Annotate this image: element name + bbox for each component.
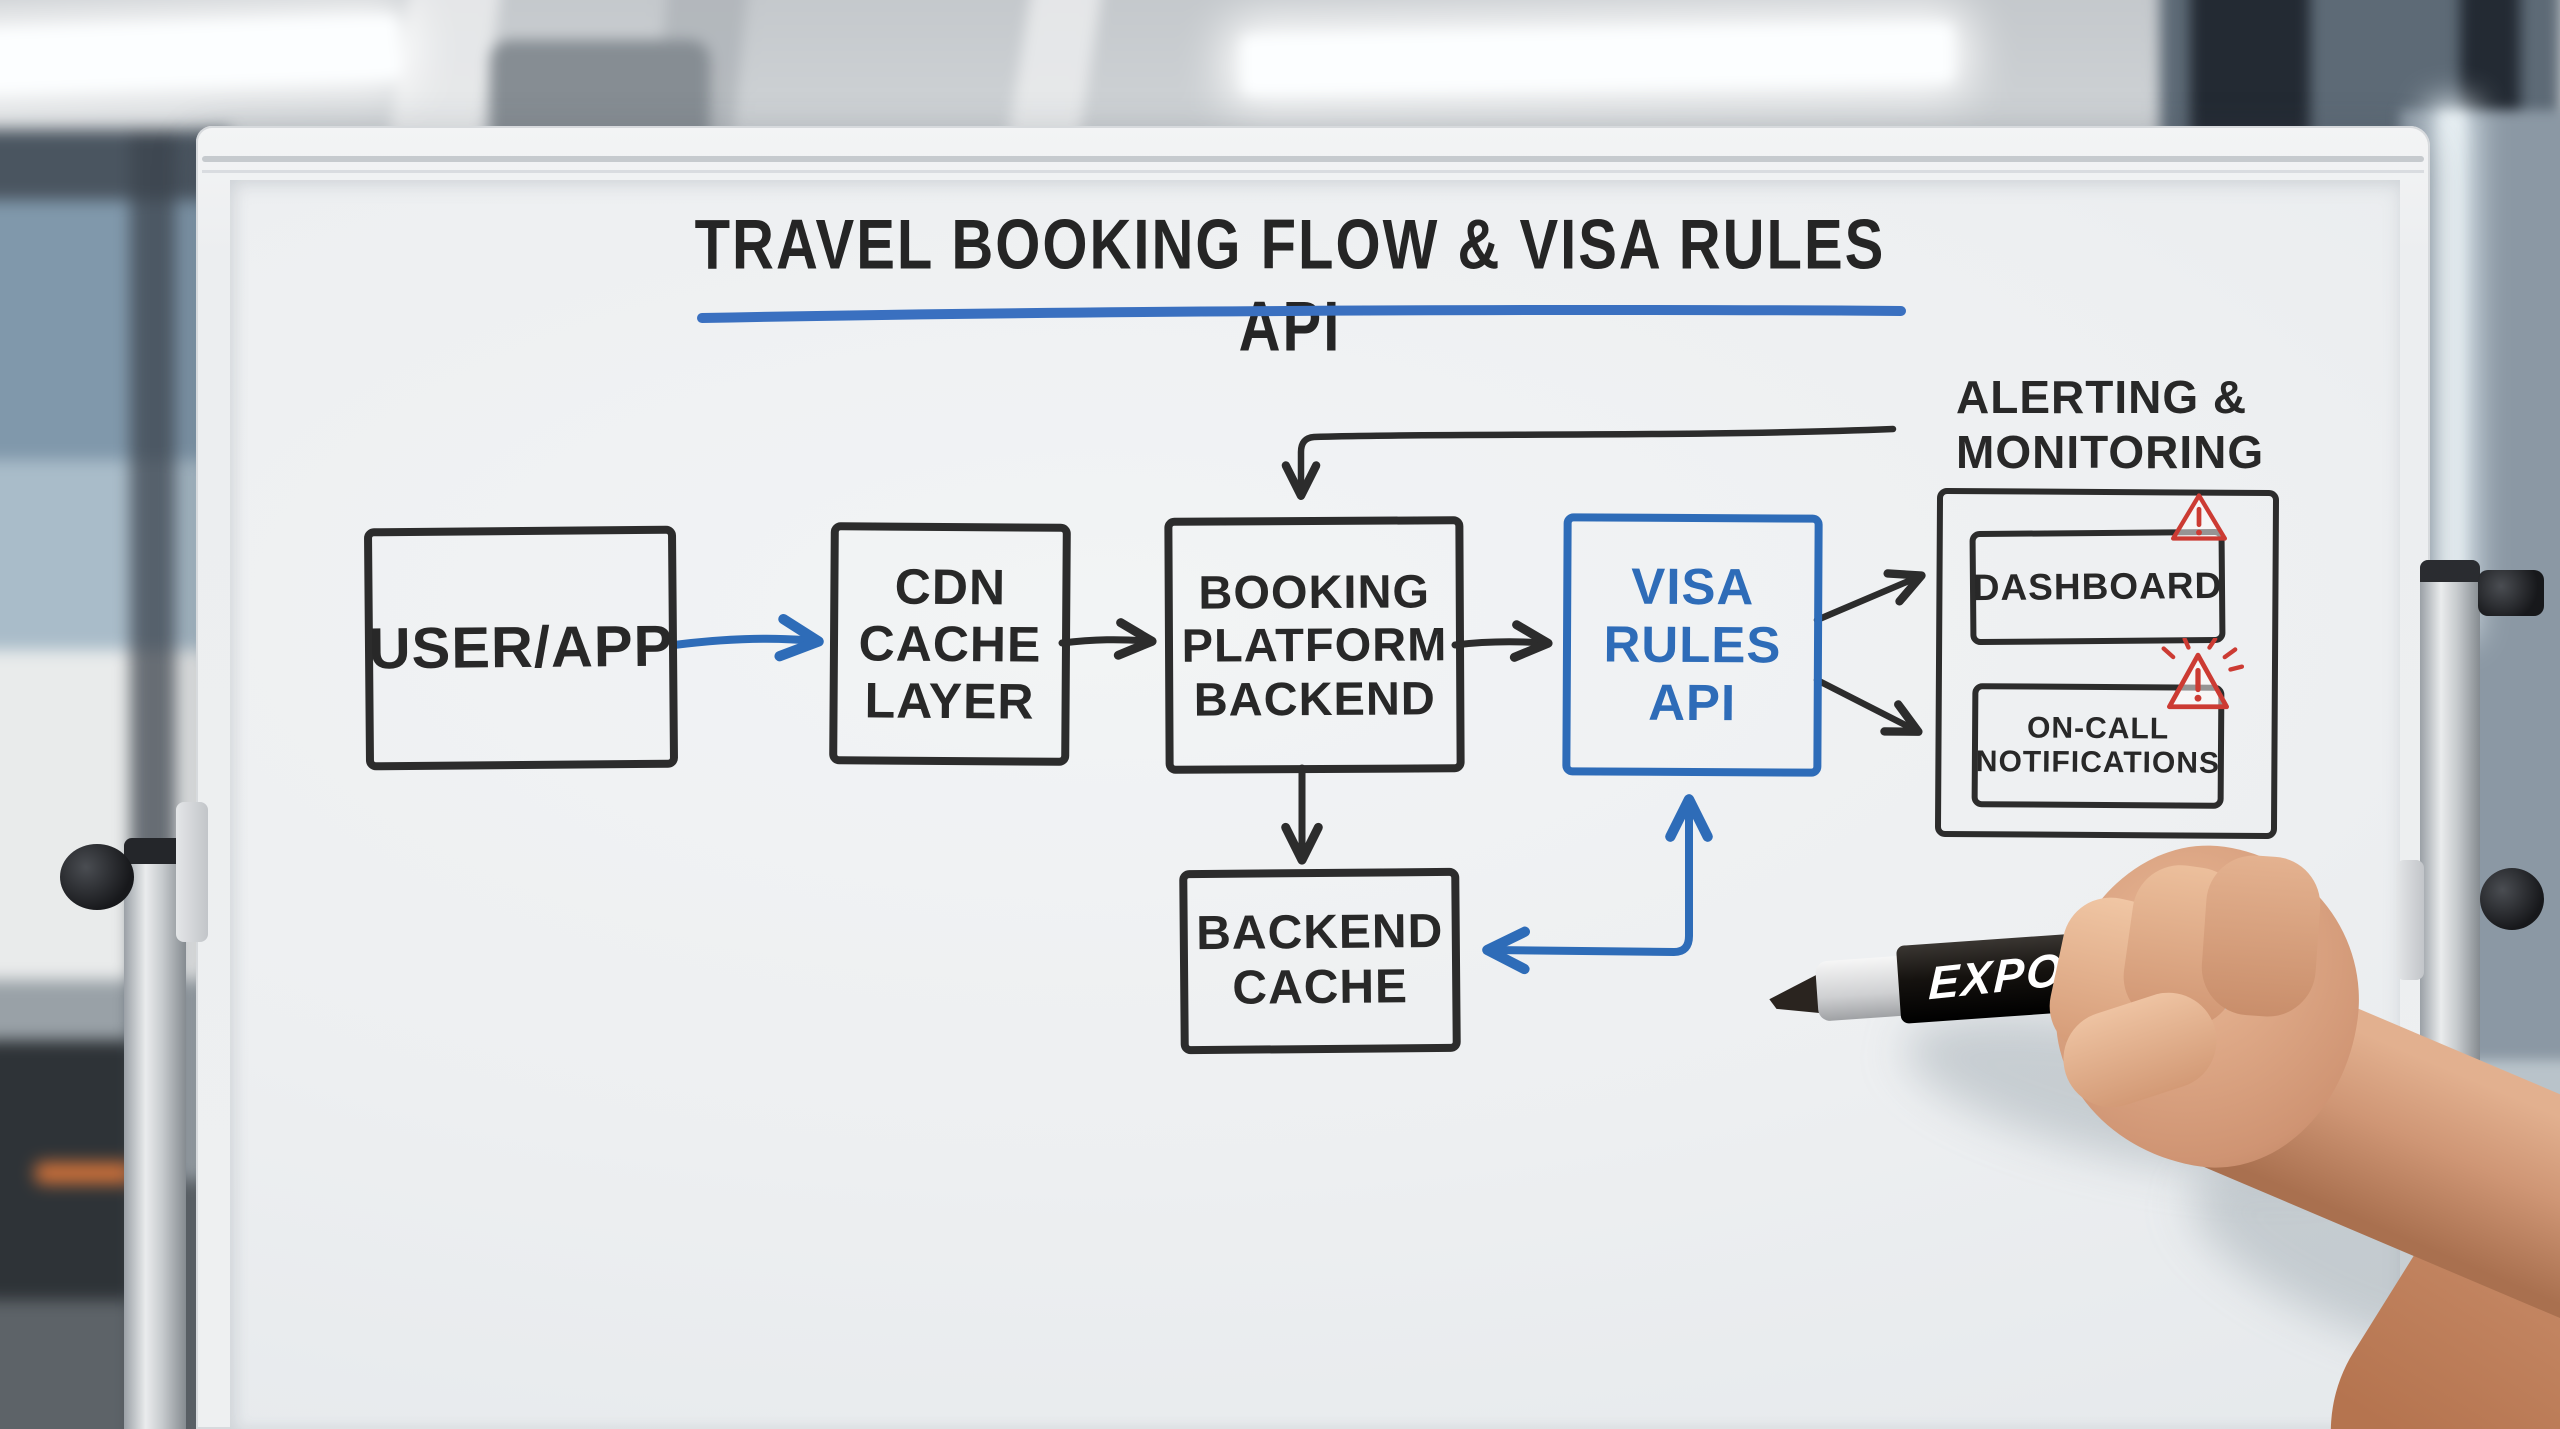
marker-brand-label: EXPO <box>1927 942 2065 1010</box>
window-pane <box>0 200 230 460</box>
node-visa-label: VISA RULES API <box>1603 557 1782 732</box>
whiteboard-surface <box>230 180 2400 1429</box>
node-cdn-cache-layer: CDN CACHE LAYER <box>829 522 1071 766</box>
ceiling-light-fixture <box>1239 21 1956 97</box>
alerting-monitoring-label: ALERTING & MONITORING <box>1956 371 2265 479</box>
whiteboard-frame-groove <box>202 170 2424 173</box>
window-mullion <box>2190 0 2310 140</box>
stand-clamp-right <box>2478 570 2544 616</box>
warning-triangle-alert-icon <box>2161 638 2244 710</box>
ceiling-light-fixture <box>0 14 402 96</box>
whiteboard-stand-pole-left <box>124 838 186 1429</box>
light-streak <box>2438 110 2466 630</box>
stand-knob-right <box>2480 868 2544 930</box>
stand-clip-right <box>2396 860 2424 980</box>
node-dashboard: DASHBOARD <box>1969 528 2226 646</box>
pole-cap <box>2420 560 2480 582</box>
pole-cap <box>124 838 186 864</box>
whiteboard <box>196 126 2430 1429</box>
node-user-app: USER/APP <box>363 525 679 771</box>
stand-knob-left <box>60 844 134 910</box>
node-dashboard-label: DASHBOARD <box>1972 564 2223 608</box>
node-user-app-label: USER/APP <box>368 613 674 682</box>
whiteboard-frame-groove <box>202 156 2424 162</box>
stand-clip-left <box>176 802 208 942</box>
marker-ferrule <box>1814 955 1905 1022</box>
node-backend-cache-label: BACKEND CACHE <box>1196 905 1444 1015</box>
node-backend-cache: BACKEND CACHE <box>1179 867 1461 1055</box>
window-pane-light <box>0 460 230 680</box>
diagram-title: TRAVEL BOOKING FLOW & VISA RULES API <box>694 205 1886 367</box>
node-cdn-label: CDN CACHE LAYER <box>858 558 1042 730</box>
office-background-left <box>0 110 230 1429</box>
node-booking-label: BOOKING PLATFORM BACKEND <box>1181 564 1448 726</box>
finger <box>2198 852 2324 1020</box>
warning-triangle-icon <box>2171 493 2227 541</box>
node-visa-rules-api: VISA RULES API <box>1562 513 1823 777</box>
node-booking-platform-backend: BOOKING PLATFORM BACKEND <box>1164 516 1465 774</box>
